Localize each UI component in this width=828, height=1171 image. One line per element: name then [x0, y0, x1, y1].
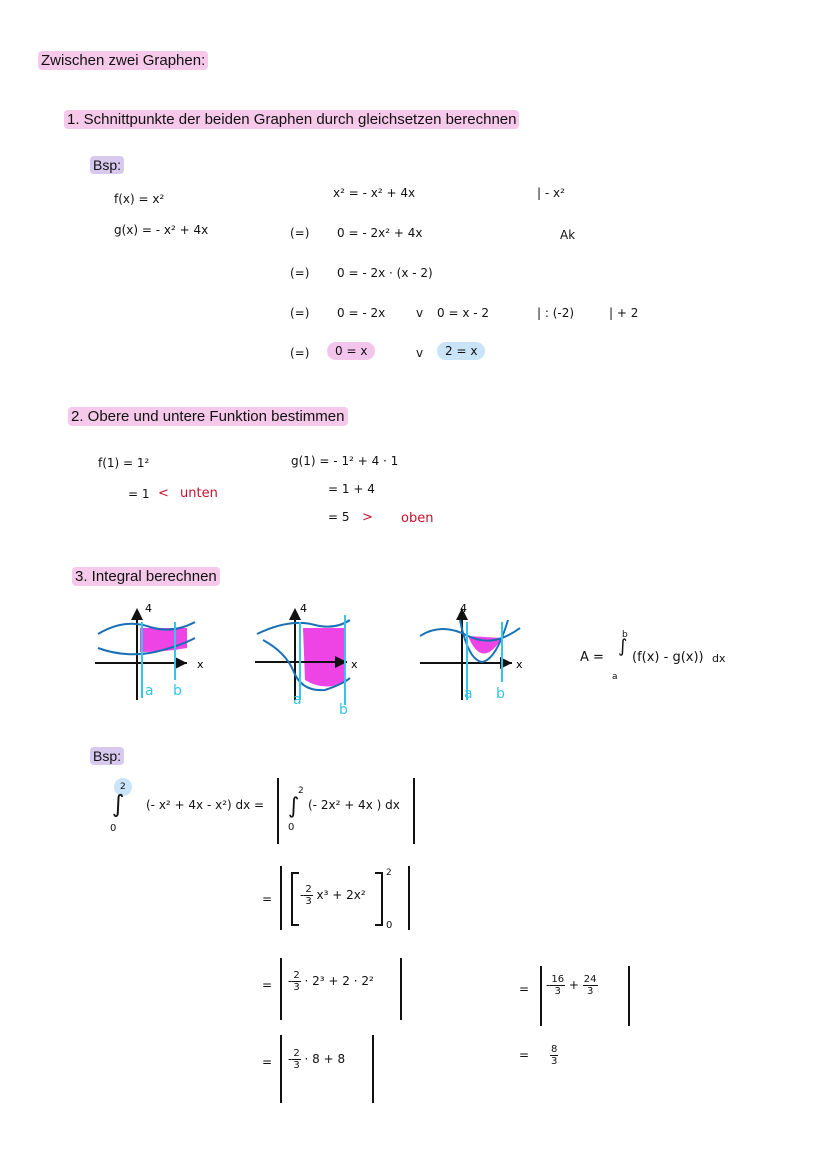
step3-bsp-label: Bsp: [90, 747, 125, 765]
equation-line-3: 0 = - 2x · (x - 2) [337, 266, 433, 280]
sketch-b: b [173, 683, 182, 699]
f1-eval: f(1) = 1² [98, 456, 150, 470]
integral-sign-icon: ∫ [288, 794, 300, 819]
equals-sign: = [519, 982, 530, 996]
area-formula-upper: b [622, 630, 628, 640]
abs-bar-left [277, 778, 279, 844]
solution-x2: 2 = x [437, 342, 486, 360]
g1-eval: g(1) = - 1² + 4 · 1 [291, 454, 399, 468]
side-op-3: | : (-2) [537, 306, 575, 320]
area-formula-integrand: (f(x) - g(x)) [632, 650, 704, 665]
f1-result: = 1 [128, 487, 150, 501]
abs-bar-left [540, 966, 542, 1026]
abs-bar-left [280, 1035, 282, 1103]
sketch-area-1: 4 x a b [95, 602, 204, 700]
integral-sign-icon: ∫ [618, 636, 628, 657]
equals-sign: = [262, 1055, 273, 1069]
equals-sign: = [262, 978, 273, 992]
sketch-a: a [464, 686, 473, 702]
less-than: < [158, 486, 169, 501]
sketch-b: b [339, 702, 348, 718]
equation-line-1: x² = - x² + 4x [333, 186, 416, 200]
g1-result: = 5 [328, 510, 350, 524]
side-op-4: | + 2 [609, 306, 639, 320]
sketch-area-2: 4 x a b [255, 602, 358, 718]
equals-sign: = [262, 892, 273, 906]
integral-upper: 2 [298, 786, 304, 796]
equation-alt-4: 0 = x - 2 [437, 306, 490, 320]
side-op-1: | - x² [537, 186, 565, 200]
bracket-right [375, 872, 383, 926]
abs-bar-right [372, 1035, 374, 1103]
or-symbol: v [416, 306, 424, 320]
integral-upper: 2 [120, 782, 126, 792]
area-formula-lower: a [612, 672, 618, 682]
label-oben: oben [401, 511, 434, 526]
sketch-x-label: x [197, 658, 204, 671]
sketch-y-tick: 4 [460, 602, 467, 615]
equivalence-symbol: (=) [290, 266, 310, 280]
bracket-lower: 0 [386, 920, 393, 931]
sketch-area-3: 4 x a b [419, 602, 523, 702]
step1-bsp-label: Bsp: [90, 156, 125, 174]
abs-bar-left [280, 958, 282, 1020]
page-title: Zwischen zwei Graphen: [38, 51, 209, 70]
abs-bar-right [628, 966, 630, 1026]
equals-sign: = [519, 1048, 530, 1062]
label-unten: unten [180, 486, 218, 501]
highlight-circle [114, 778, 132, 796]
integral-line-1-left: (- x² + 4x - x²) dx = [146, 798, 265, 812]
sketch-y-tick: 4 [145, 602, 152, 615]
g-definition: g(x) = - x² + 4x [114, 223, 209, 237]
bracket-upper: 2 [386, 868, 392, 878]
sketch-x-label: x [516, 658, 523, 671]
integral-sign-icon: ∫ [112, 790, 125, 818]
sketch-a: a [145, 683, 154, 699]
step1-heading: 1. Schnittpunkte der beiden Graphen durc… [64, 110, 520, 129]
f-definition: f(x) = x² [114, 192, 165, 206]
bracket-left [291, 872, 299, 926]
abs-bar-right [400, 958, 402, 1020]
side-op-2: Ak [560, 228, 576, 242]
equivalence-symbol: (=) [290, 306, 310, 320]
sketch-x-label: x [351, 658, 358, 671]
solution-x1: 0 = x [327, 342, 376, 360]
integral-lower: 0 [288, 822, 295, 833]
equivalence-symbol: (=) [290, 346, 310, 360]
area-formula-lhs: A = [580, 650, 604, 665]
equation-line-2: 0 = - 2x² + 4x [337, 226, 423, 240]
abs-bar-right [413, 778, 415, 844]
sketch-a: a [293, 692, 302, 708]
sketch-y-tick: 4 [300, 602, 307, 615]
greater-than: > [362, 510, 373, 525]
abs-bar-left [280, 866, 282, 930]
step2-heading: 2. Obere und untere Funktion bestimmen [68, 407, 348, 426]
equation-line-4: 0 = - 2x [337, 306, 386, 320]
sketch-b: b [496, 686, 505, 702]
abs-bar-right [408, 866, 410, 930]
integral-line-1-right: (- 2x² + 4x ) dx [308, 798, 400, 812]
area-formula-dx: dx [712, 652, 726, 665]
equivalence-symbol: (=) [290, 226, 310, 240]
step3-heading: 3. Integral berechnen [72, 567, 220, 586]
g1-step: = 1 + 4 [328, 482, 375, 496]
integral-lower: 0 [110, 823, 117, 834]
or-symbol: v [416, 346, 424, 360]
